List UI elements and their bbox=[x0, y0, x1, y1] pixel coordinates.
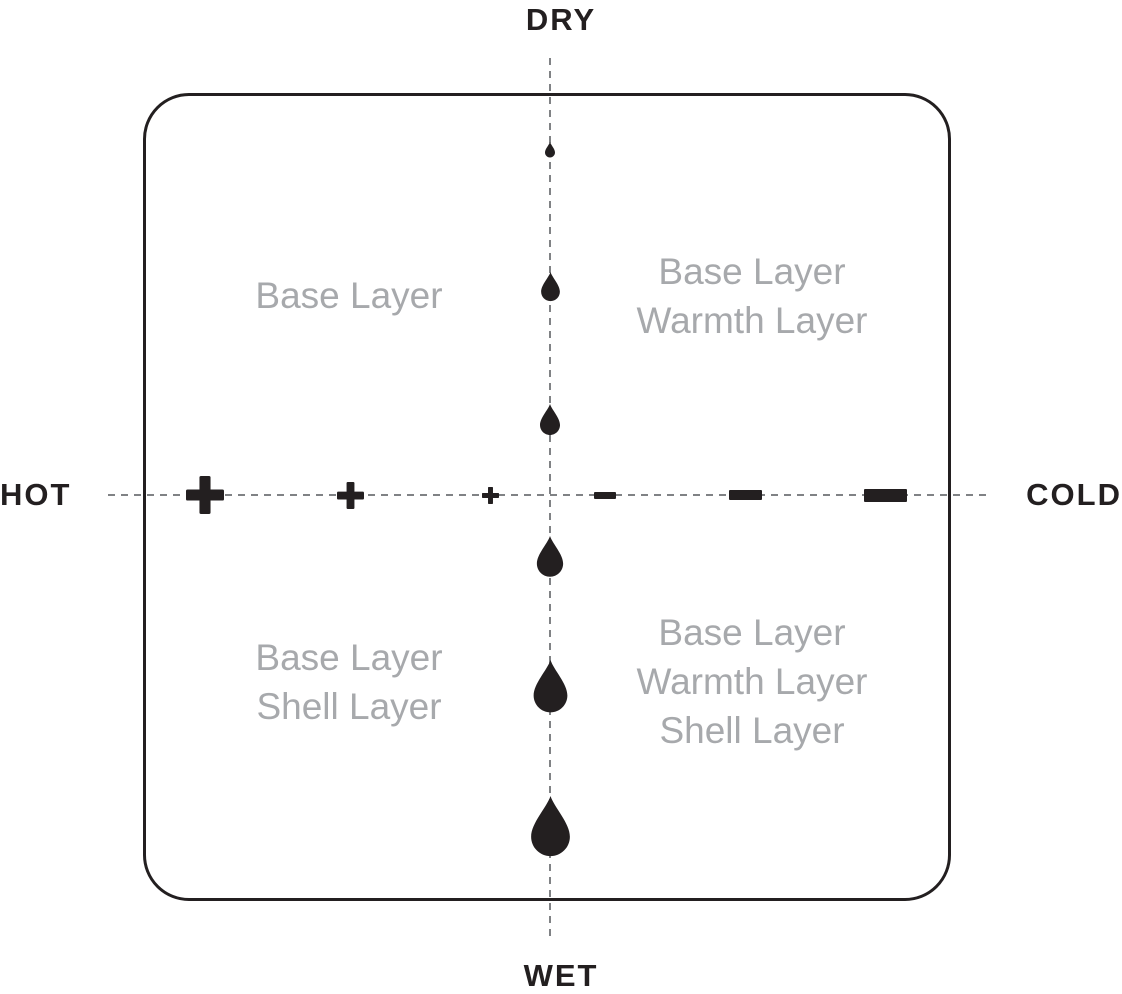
quadrant-text-line: Shell Layer bbox=[256, 686, 442, 727]
minus-icon bbox=[594, 491, 616, 499]
moisture-axis-line bbox=[549, 58, 551, 942]
water-drop-icon bbox=[530, 796, 570, 857]
water-drop-icon bbox=[540, 404, 560, 435]
quadrant-text-line: Warmth Layer bbox=[636, 300, 868, 341]
quadrant-text-line: Base Layer bbox=[658, 251, 846, 292]
water-drop-icon bbox=[533, 660, 567, 713]
quadrant-label-top-left: Base Layer bbox=[146, 271, 552, 320]
quadrant-label-bottom-right: Base Layer Warmth Layer Shell Layer bbox=[549, 608, 955, 755]
water-drop-icon bbox=[536, 536, 564, 577]
quadrant-text-line: Warmth Layer bbox=[636, 661, 868, 702]
axis-label-cold: COLD bbox=[1026, 477, 1122, 512]
quadrant-label-bottom-left: Base Layer Shell Layer bbox=[146, 633, 552, 731]
axis-label-dry: DRY bbox=[525, 2, 597, 37]
plus-icon bbox=[481, 486, 499, 504]
quadrant-label-top-right: Base Layer Warmth Layer bbox=[549, 247, 955, 345]
quadrant-text-line: Base Layer bbox=[658, 612, 846, 653]
minus-icon bbox=[728, 490, 762, 500]
plus-icon bbox=[336, 481, 364, 509]
axis-label-hot: HOT bbox=[0, 477, 72, 512]
water-drop-icon bbox=[540, 272, 560, 302]
quadrant-text-line: Base Layer bbox=[255, 275, 443, 316]
water-drop-icon bbox=[545, 142, 555, 158]
quadrant-frame bbox=[143, 93, 951, 901]
quadrant-text-line: Shell Layer bbox=[659, 710, 845, 751]
quadrant-text-line: Base Layer bbox=[255, 637, 443, 678]
axis-label-wet: WET bbox=[523, 958, 599, 993]
plus-icon bbox=[186, 476, 224, 514]
minus-icon bbox=[863, 488, 907, 502]
